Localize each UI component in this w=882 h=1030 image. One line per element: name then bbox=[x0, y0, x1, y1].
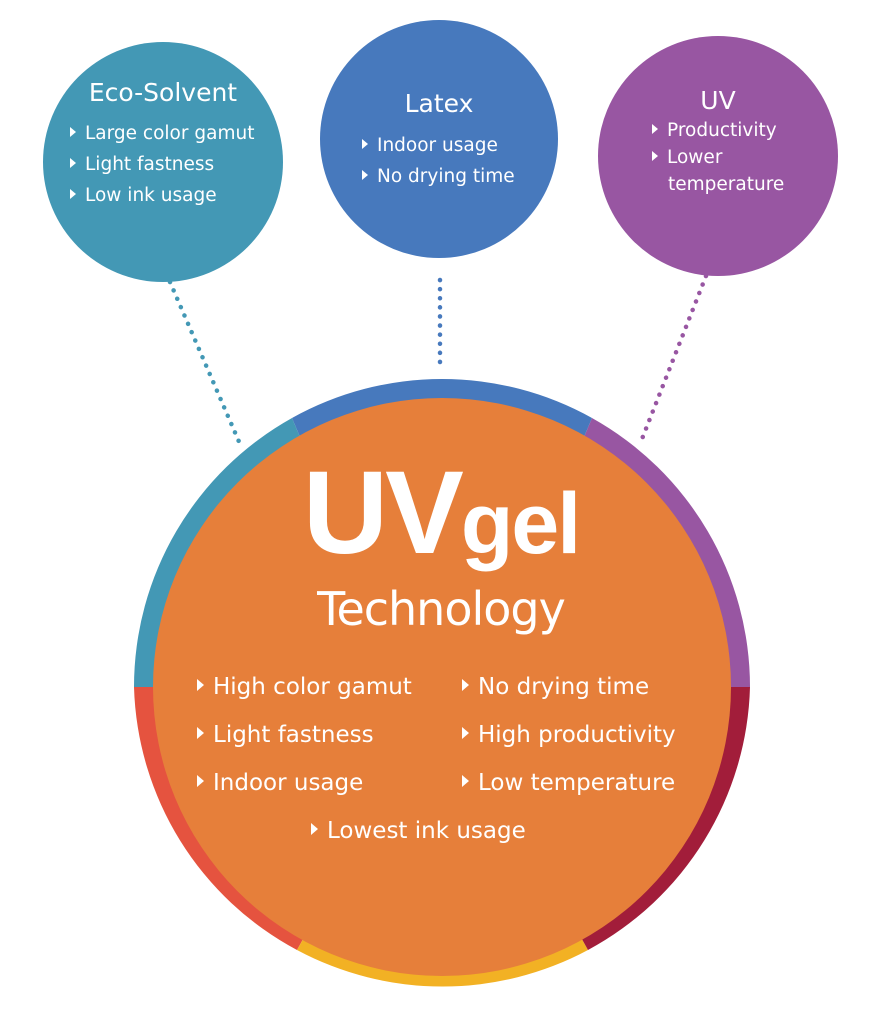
list-item: Indoor usage bbox=[197, 759, 412, 807]
list-item: High color gamut bbox=[197, 663, 412, 711]
list-item: No drying time bbox=[462, 663, 676, 711]
eco-solvent-title: Eco-Solvent bbox=[88, 78, 238, 107]
list-item-label: Light fastness bbox=[85, 154, 215, 175]
triangle-bullet-icon bbox=[462, 679, 469, 691]
uvgel-list-left: High color gamut Light fastness Indoor u… bbox=[197, 663, 412, 807]
list-item-label: Productivity bbox=[667, 120, 777, 141]
latex-bubble: Latex Indoor usage No drying time bbox=[320, 20, 558, 258]
triangle-bullet-icon bbox=[70, 158, 76, 168]
ring-segment-yellow bbox=[297, 932, 588, 987]
uvgel-list-right: No drying time High productivity Low tem… bbox=[462, 663, 676, 807]
triangle-bullet-icon bbox=[197, 727, 204, 739]
uv-list: Productivity Lower temperature bbox=[652, 117, 784, 198]
list-item-label: Indoor usage bbox=[377, 135, 498, 156]
uvgel-list-bottom: Lowest ink usage bbox=[311, 807, 526, 855]
uv-title: UV bbox=[700, 86, 736, 115]
triangle-bullet-icon bbox=[70, 127, 76, 137]
list-item: Low ink usage bbox=[70, 180, 254, 211]
list-item-label: No drying time bbox=[478, 674, 650, 700]
list-item-label: Lower bbox=[667, 147, 723, 168]
list-item: Low temperature bbox=[462, 759, 676, 807]
list-item: Large color gamut bbox=[70, 118, 254, 149]
list-item: Productivity bbox=[652, 117, 784, 144]
list-item-label: High color gamut bbox=[213, 674, 412, 700]
latex-list: Indoor usage No drying time bbox=[362, 130, 515, 192]
triangle-bullet-icon bbox=[652, 124, 658, 134]
ring-segment-teal bbox=[134, 418, 300, 687]
ring-segment-blue bbox=[292, 379, 592, 437]
latex-title: Latex bbox=[404, 89, 474, 118]
logo-uv-text: UV bbox=[302, 447, 464, 579]
list-item: Light fastness bbox=[197, 711, 412, 759]
triangle-bullet-icon bbox=[462, 775, 469, 787]
triangle-bullet-icon bbox=[311, 823, 318, 835]
list-item: No drying time bbox=[362, 161, 515, 192]
triangle-bullet-icon bbox=[652, 151, 658, 161]
list-item-label: Lowest ink usage bbox=[327, 818, 526, 844]
eco-solvent-bubble: Eco-Solvent Large color gamut Light fast… bbox=[43, 42, 283, 282]
triangle-bullet-icon bbox=[362, 139, 368, 149]
list-item-label: Low ink usage bbox=[85, 185, 217, 206]
triangle-bullet-icon bbox=[197, 679, 204, 691]
logo-gel-text: gel bbox=[460, 476, 581, 572]
list-item: Lowest ink usage bbox=[311, 807, 526, 855]
list-item-label: Indoor usage bbox=[213, 770, 364, 796]
list-item: High productivity bbox=[462, 711, 676, 759]
ring-segment-purple bbox=[584, 418, 750, 687]
connector-eco-solvent bbox=[167, 279, 243, 447]
list-item-label: High productivity bbox=[478, 722, 676, 748]
uvgel-core-circle bbox=[153, 398, 731, 976]
list-item-label: temperature bbox=[668, 174, 785, 195]
list-item-label: Light fastness bbox=[213, 722, 374, 748]
connector-uv bbox=[637, 273, 709, 447]
triangle-bullet-icon bbox=[362, 170, 368, 180]
uvgel-logo: UVgel bbox=[0, 445, 882, 581]
technology-title: Technology bbox=[317, 582, 566, 636]
triangle-bullet-icon bbox=[197, 775, 204, 787]
list-item: Lower bbox=[652, 144, 784, 171]
list-item-label: No drying time bbox=[377, 166, 515, 187]
list-item: Light fastness bbox=[70, 149, 254, 180]
uv-bubble: UV Productivity Lower temperature bbox=[598, 36, 838, 276]
triangle-bullet-icon bbox=[70, 189, 76, 199]
list-item: Indoor usage bbox=[362, 130, 515, 161]
list-item-continuation: temperature bbox=[652, 171, 784, 198]
list-item-label: Large color gamut bbox=[85, 123, 255, 144]
triangle-bullet-icon bbox=[462, 727, 469, 739]
eco-solvent-list: Large color gamut Light fastness Low ink… bbox=[70, 118, 254, 211]
list-item-label: Low temperature bbox=[478, 770, 676, 796]
